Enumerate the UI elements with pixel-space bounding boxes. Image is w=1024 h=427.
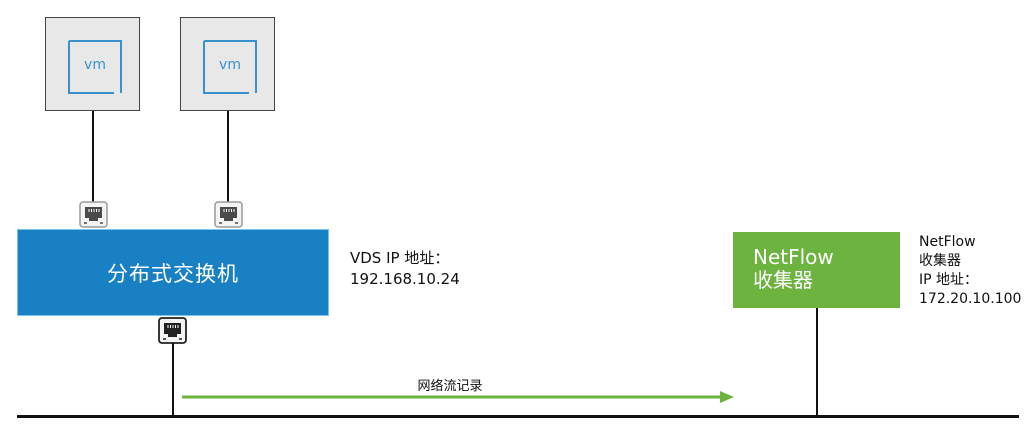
ethernet-port-icon [79,201,108,228]
vm-node-1: vm [45,17,140,111]
switch-uplink-line [172,343,174,417]
distributed-switch: 分布式交换机 [17,229,329,316]
vds-ip-info: VDS IP 地址： 192.168.10.24 [350,248,460,290]
collector-ip-label: IP 地址： [919,272,979,288]
vds-ip-value: 192.168.10.24 [350,270,460,288]
ethernet-port-icon [214,201,243,228]
collector-subtitle: 收集器 [753,268,813,292]
arrow-right-icon [182,391,734,403]
collector-info-name: NetFlow [919,234,976,250]
vm-icon [203,40,257,94]
vm-node-2: vm [180,17,275,111]
network-baseline [17,415,1019,418]
ethernet-port-icon [158,317,187,344]
vm2-link-line [227,111,229,202]
netflow-collector: NetFlow 收集器 [733,232,900,308]
collector-ip-info: NetFlow 收集器 IP 地址： 172.20.10.100 [919,233,1021,309]
collector-info-type: 收集器 [919,253,961,269]
vm1-link-line [92,111,94,202]
collector-ip-value: 172.20.10.100 [919,291,1022,307]
vm-icon [68,40,122,94]
switch-label: 分布式交换机 [107,261,239,286]
flow-record-label: 网络流记录 [417,379,483,394]
collector-title: NetFlow [753,245,834,269]
vds-ip-label: VDS IP 地址： [350,249,450,267]
collector-link-line [816,308,818,417]
